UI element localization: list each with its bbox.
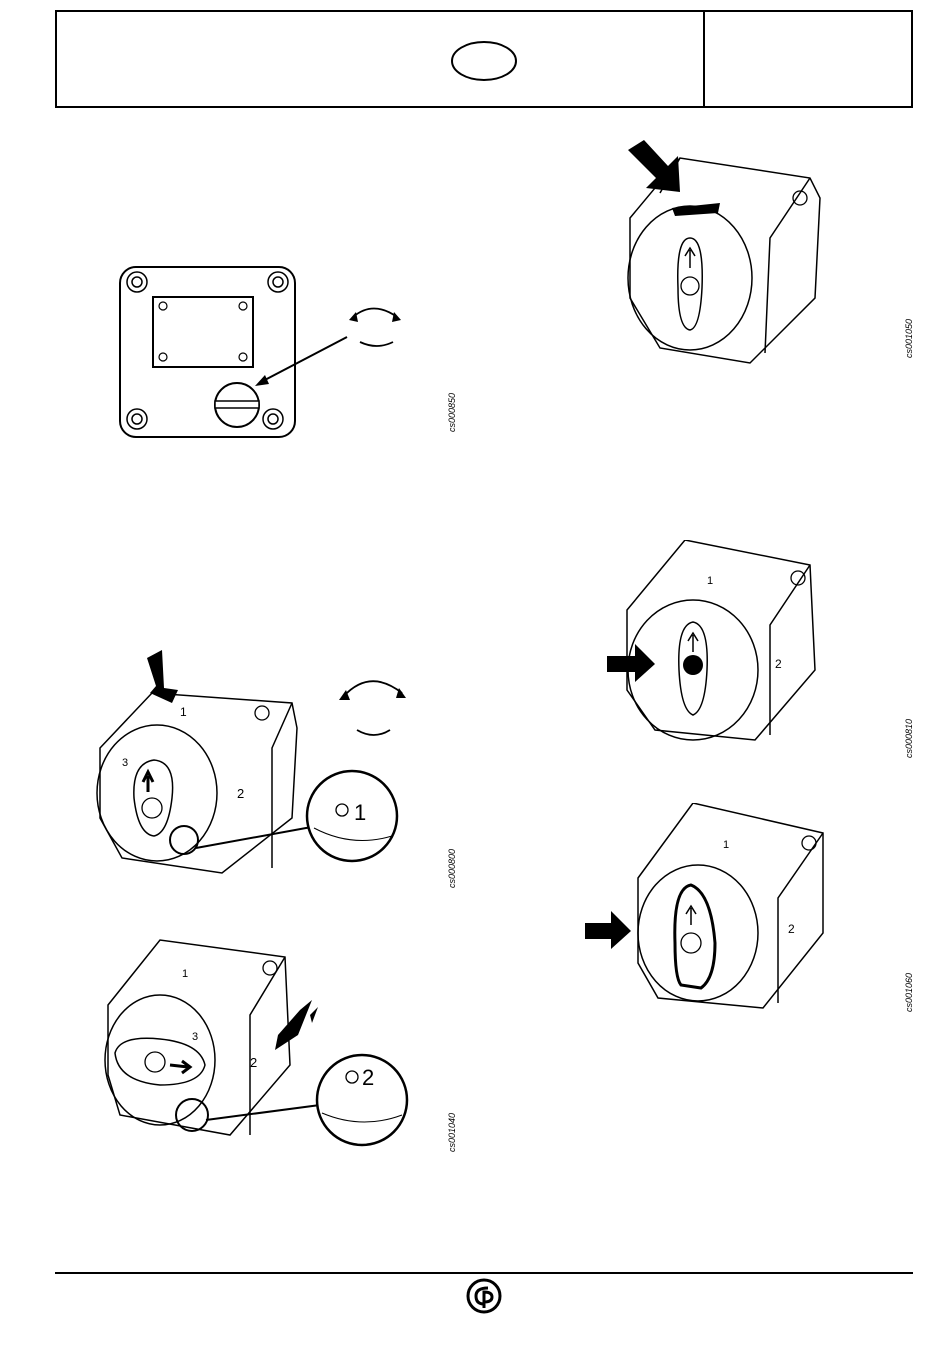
- housing-label-2: 2: [775, 657, 782, 671]
- header-box: [55, 10, 913, 108]
- oval-badge-icon: [450, 40, 518, 82]
- figure-housing-bottom: [115, 262, 415, 442]
- figure-code: cs001040: [447, 1113, 457, 1152]
- figure-code: cs001060: [904, 973, 914, 1012]
- push-arrow-icon: [147, 650, 178, 703]
- slot-screw-icon: [215, 383, 259, 427]
- figure-housing-position-1: 1 3 2 1: [92, 648, 422, 878]
- cp-logo-icon: [466, 1278, 502, 1314]
- figure-housing-position-2: 1 3 2 2: [100, 935, 415, 1160]
- figure-code: cs000850: [447, 393, 457, 432]
- footer-line: [55, 1272, 913, 1274]
- push-arrow-icon: [275, 1000, 318, 1050]
- callout-label: 1: [354, 800, 366, 825]
- figure-housing-lever: 1 2: [583, 803, 828, 1018]
- rotate-arrows-icon: [353, 309, 397, 347]
- figure-code: cs000810: [904, 719, 914, 758]
- rotate-arrows-icon: [344, 681, 402, 735]
- corner-screw-icon: [127, 272, 288, 429]
- housing-label-1: 1: [182, 968, 188, 980]
- push-arrow-icon: [585, 911, 631, 949]
- housing-label-2: 2: [237, 786, 244, 801]
- housing-label-1: 1: [707, 575, 713, 587]
- housing-label-1: 1: [723, 839, 729, 851]
- push-arrow-icon: [628, 140, 680, 192]
- housing-label-1: 1: [180, 705, 187, 719]
- callout-label: 2: [362, 1065, 374, 1090]
- figure-housing-top-push: [620, 138, 830, 378]
- figure-housing-center: 1 2: [605, 540, 825, 750]
- housing-label-2: 2: [788, 922, 795, 936]
- header-divider: [703, 12, 705, 106]
- housing-label-3: 3: [192, 1031, 198, 1043]
- housing-label-2: 2: [250, 1055, 257, 1070]
- housing-label-3: 3: [122, 757, 128, 769]
- figure-code: cs000800: [447, 849, 457, 888]
- figure-code: cs001050: [904, 319, 914, 358]
